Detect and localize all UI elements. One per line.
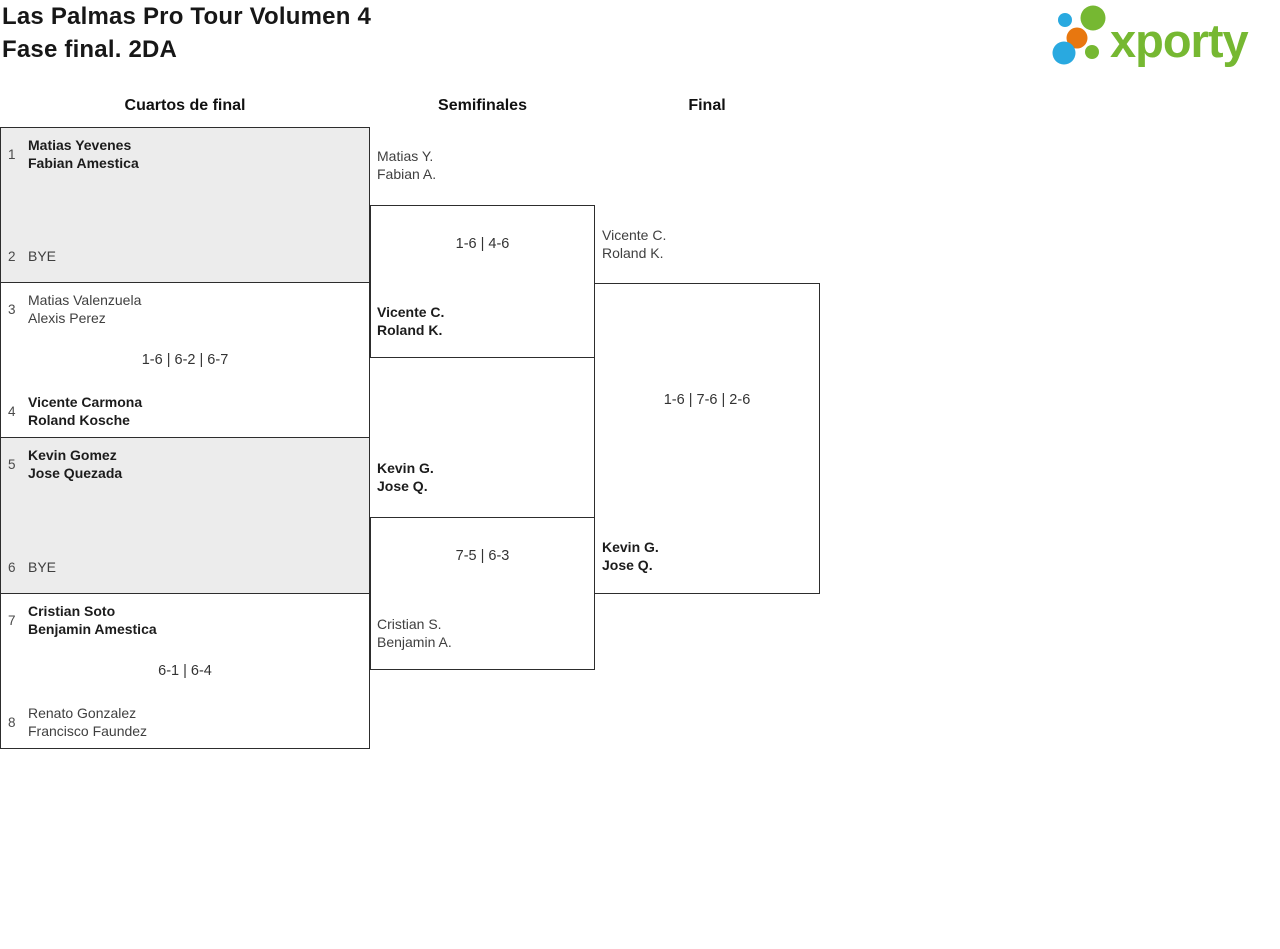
seed-number: 3 <box>8 301 16 317</box>
player-name: Kevin Gomez <box>28 447 117 463</box>
player-name: Jose Quezada <box>28 465 123 481</box>
team-row: 3 Matias Valenzuela Alexis Perez <box>1 291 369 327</box>
player-name: Jose Q. <box>377 478 428 494</box>
player-name: Matias Yevenes <box>28 137 132 153</box>
sf-match-1-box <box>370 205 595 358</box>
round-header-quarterfinals: Cuartos de final <box>124 97 246 114</box>
final-bottom-team: Kevin G. Jose Q. <box>602 538 659 574</box>
player-name: Cristian Soto <box>28 603 116 619</box>
player-name: Kevin G. <box>602 539 659 555</box>
sf2-bottom-team: Cristian S. Benjamin A. <box>377 615 452 651</box>
player-name: Vicente C. <box>377 304 445 320</box>
qf-match-4: 7 Cristian Soto Benjamin Amestica 8 Rena… <box>1 593 369 748</box>
player-name: BYE <box>28 559 57 575</box>
round-header-semifinals: Semifinales <box>438 97 527 114</box>
xporty-logo-text: xporty <box>1110 14 1249 67</box>
player-name: Matias Y. <box>377 148 434 164</box>
player-name: Renato Gonzalez <box>28 705 137 721</box>
player-name: Fabian Amestica <box>28 155 139 171</box>
team-names: Cristian Soto Benjamin Amestica <box>28 602 157 638</box>
sf1-bottom-team: Vicente C. Roland K. <box>377 303 444 339</box>
seed-number: 5 <box>8 456 16 472</box>
player-name: Matias Valenzuela <box>28 292 142 308</box>
player-name: Benjamin Amestica <box>28 621 157 637</box>
team-names: BYE <box>28 238 56 274</box>
player-name: Alexis Perez <box>28 310 106 326</box>
seed-number: 8 <box>8 714 16 730</box>
quarterfinals-column: 1 Matias Yevenes Fabian Amestica 2 BYE 3… <box>0 127 370 749</box>
team-row: 8 Renato Gonzalez Francisco Faundez <box>1 704 369 740</box>
sf1-score: 1-6 | 4-6 <box>455 236 510 252</box>
team-row: 5 Kevin Gomez Jose Quezada <box>1 446 369 482</box>
team-names: Vicente Carmona Roland Kosche <box>28 393 142 429</box>
player-name: Roland K. <box>602 245 664 261</box>
team-row: 4 Vicente Carmona Roland Kosche <box>1 393 369 429</box>
team-row: 7 Cristian Soto Benjamin Amestica <box>1 602 369 638</box>
player-name: Vicente C. <box>602 227 667 243</box>
seed-number: 4 <box>8 403 16 419</box>
player-name: Cristian S. <box>377 616 442 632</box>
page-title: Las Palmas Pro Tour Volumen 4 Fase final… <box>2 0 371 66</box>
qf-match-3: 5 Kevin Gomez Jose Quezada 6 BYE <box>1 437 369 593</box>
xporty-logo[interactable]: xporty <box>1046 4 1274 73</box>
team-names: Kevin Gomez Jose Quezada <box>28 446 122 482</box>
seed-number: 2 <box>8 248 16 264</box>
team-names: BYE <box>28 549 56 585</box>
team-names: Renato Gonzalez Francisco Faundez <box>28 704 147 740</box>
qf-match-1: 1 Matias Yevenes Fabian Amestica 2 BYE <box>1 128 369 282</box>
player-name: Jose Q. <box>602 557 653 573</box>
seed-number: 7 <box>8 612 16 628</box>
match-score: 1-6 | 6-2 | 6-7 <box>141 352 229 368</box>
final-top-team: Vicente C. Roland K. <box>602 226 666 262</box>
final-score: 1-6 | 7-6 | 2-6 <box>663 392 751 408</box>
team-names: Matias Yevenes Fabian Amestica <box>28 136 139 172</box>
team-row: 6 BYE <box>1 549 369 585</box>
seed-number: 6 <box>8 559 16 575</box>
qf-match-2: 3 Matias Valenzuela Alexis Perez 4 Vicen… <box>1 282 369 437</box>
sf2-top-team: Kevin G. Jose Q. <box>377 459 434 495</box>
team-names: Matias Valenzuela Alexis Perez <box>28 291 141 327</box>
player-name: Kevin G. <box>377 460 434 476</box>
xporty-logo-icon: xporty <box>1052 5 1250 67</box>
tournament-title: Las Palmas Pro Tour Volumen 4 <box>2 3 372 30</box>
player-name: Francisco Faundez <box>28 723 148 739</box>
seed-number: 1 <box>8 146 16 162</box>
player-name: Roland Kosche <box>28 412 130 428</box>
player-name: Fabian A. <box>377 166 437 182</box>
team-row: 2 BYE <box>1 238 369 274</box>
round-header-final: Final <box>688 97 726 114</box>
player-name: Benjamin A. <box>377 634 452 650</box>
match-score: 6-1 | 6-4 <box>158 663 212 679</box>
phase-subtitle: Fase final. 2DA <box>2 36 178 63</box>
player-name: BYE <box>28 248 57 264</box>
final-match-box <box>594 283 820 594</box>
sf1-top-team: Matias Y. Fabian A. <box>377 147 436 183</box>
player-name: Vicente Carmona <box>28 394 143 410</box>
team-row: 1 Matias Yevenes Fabian Amestica <box>1 136 369 172</box>
sf2-score: 7-5 | 6-3 <box>455 548 510 564</box>
player-name: Roland K. <box>377 322 443 338</box>
